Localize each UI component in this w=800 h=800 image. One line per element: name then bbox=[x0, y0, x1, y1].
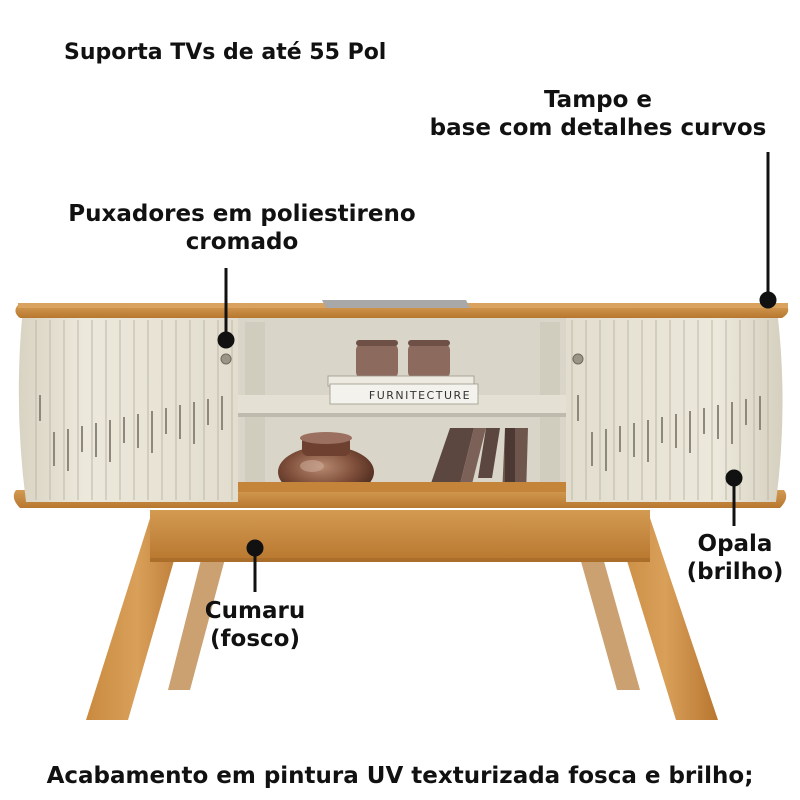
callout-opala: Opala (brilho) bbox=[670, 530, 800, 586]
tv-capacity-headline: Suporta TVs de até 55 Pol bbox=[64, 40, 387, 65]
right-door bbox=[566, 318, 783, 502]
callout-tampo-line2: base com detalhes curvos bbox=[429, 115, 767, 142]
callout-tampo: Tampo e base com detalhes curvos bbox=[400, 86, 796, 142]
callout-pointers bbox=[217, 152, 777, 592]
callout-puxadores: Puxadores em poliestireno cromado bbox=[22, 200, 462, 256]
cabinet-top bbox=[15, 305, 789, 318]
right-handle bbox=[572, 353, 584, 365]
callout-puxadores-line2: cromado bbox=[185, 229, 299, 256]
callout-cumaru: Cumaru (fosco) bbox=[160, 597, 350, 653]
tv-stand-base bbox=[322, 300, 470, 308]
callout-opala-line1: Opala bbox=[697, 531, 773, 557]
letter-m-sculpture bbox=[428, 428, 528, 496]
callout-puxadores-line1: Puxadores em poliestireno bbox=[68, 201, 416, 227]
callout-tampo-line1: Tampo e bbox=[543, 87, 653, 113]
left-door bbox=[18, 318, 238, 502]
candle-jars bbox=[356, 340, 450, 378]
cabinet-shelf bbox=[238, 395, 566, 415]
finish-footer-text: Acabamento em pintura UV texturizada fos… bbox=[46, 763, 754, 789]
left-handle bbox=[220, 353, 232, 365]
books-stack: FURNITECTURE bbox=[327, 375, 479, 405]
callout-opala-line2: (brilho) bbox=[686, 559, 784, 586]
cabinet-legs bbox=[86, 510, 718, 720]
callout-cumaru-line1: Cumaru bbox=[204, 598, 306, 624]
callout-cumaru-line2: (fosco) bbox=[210, 626, 300, 653]
book-spine-title: FURNITECTURE bbox=[369, 389, 471, 402]
